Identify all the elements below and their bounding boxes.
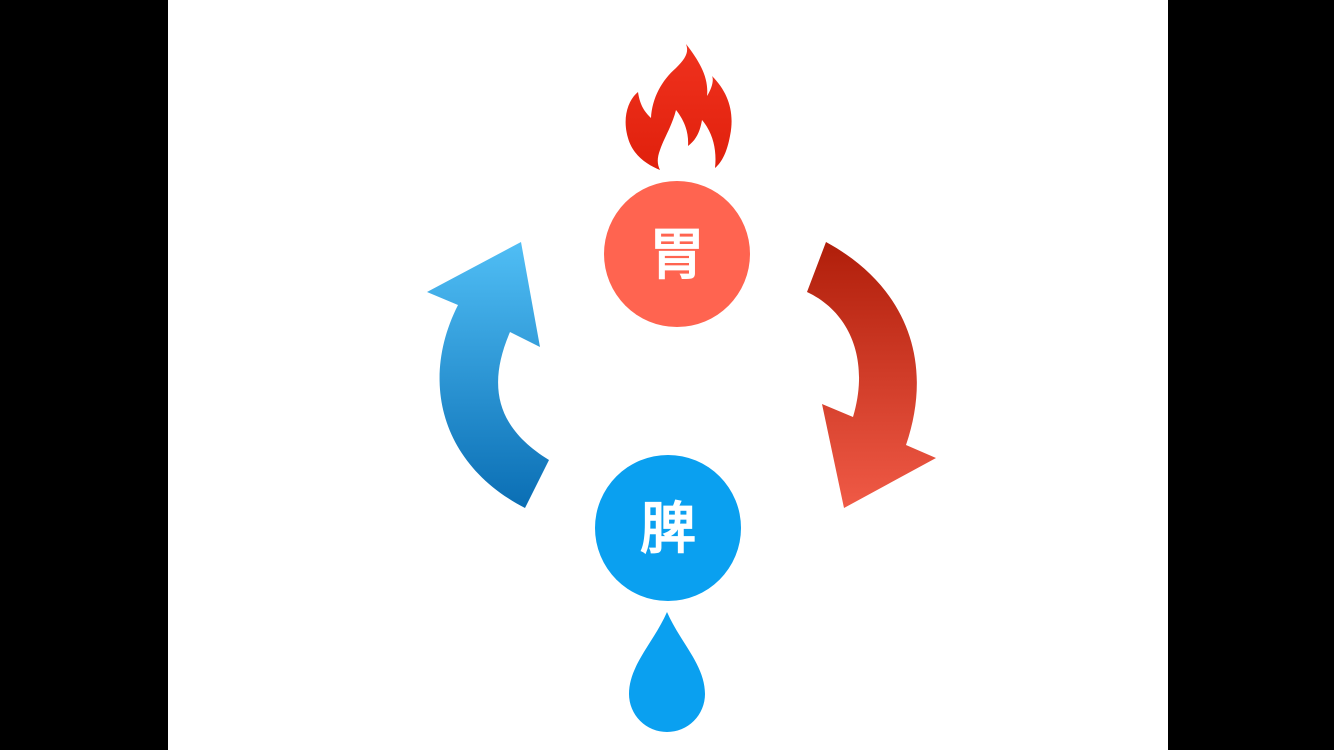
spleen-label: 脾 (640, 497, 696, 562)
stomach-circle (604, 181, 750, 327)
fire-icon (625, 44, 732, 170)
right-arrow (807, 242, 936, 508)
stomach-node: 胃 (604, 181, 750, 327)
water-drop-icon (629, 612, 705, 732)
spleen-circle (595, 455, 741, 601)
stomach-label: 胃 (649, 223, 705, 288)
left-arrow (427, 242, 549, 508)
spleen-node: 脾 (595, 455, 741, 601)
